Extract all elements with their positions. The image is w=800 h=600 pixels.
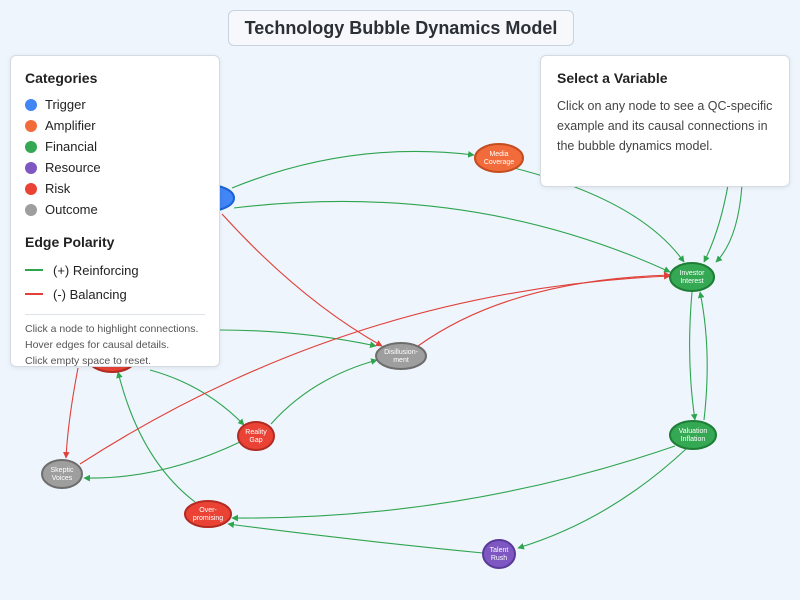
node-skeptic-voices[interactable]: Skeptic Voices: [41, 459, 83, 489]
node-valuation-inflation[interactable]: Valuation Inflation: [669, 420, 717, 450]
info-panel-body: Click on any node to see a QC-specific e…: [557, 99, 773, 153]
legend-polarity-label: (+) Reinforcing: [53, 262, 139, 278]
node-skeptic-label-1: Skeptic: [51, 467, 74, 474]
legend-category-label: Trigger: [45, 97, 86, 112]
node-valuation-label-1: Valuation: [679, 428, 708, 435]
info-panel: Select a Variable Click on any node to s…: [540, 55, 790, 187]
trigger-dot-icon: [25, 98, 37, 111]
node-media-label-1: Media: [489, 151, 508, 158]
balancing-line-icon: [25, 293, 43, 295]
legend-category-risk: Risk: [25, 178, 205, 199]
legend-polarity-reinforcing: (+) Reinforcing: [25, 258, 205, 282]
legend-category-label: Risk: [45, 181, 71, 196]
node-investor-interest[interactable]: Investor Interest: [669, 262, 715, 292]
edge-valuation-investor[interactable]: [697, 291, 708, 421]
edge-disillusion-investor[interactable]: [417, 271, 671, 347]
legend-polarity-balancing: (-) Balancing: [25, 282, 205, 306]
edge-riskleft-skeptic[interactable]: [63, 367, 79, 459]
financial-dot-icon: [25, 140, 37, 153]
legend-category-trigger: Trigger: [25, 94, 205, 115]
node-disillusion-label-2: ment: [393, 357, 409, 364]
node-valuation-label-2: Inflation: [681, 436, 706, 443]
edge-top-right-investor-b[interactable]: [715, 184, 743, 263]
edge-riskleft-reality[interactable]: [149, 369, 245, 426]
edge-left-disillusion[interactable]: [219, 329, 377, 349]
node-media-label-2: Coverage: [484, 159, 514, 166]
edge-valuation-overpromising[interactable]: [231, 445, 676, 522]
edge-reality-skeptic[interactable]: [83, 441, 241, 482]
legend-polarity-label: (-) Balancing: [53, 286, 127, 302]
node-talent-label-1: Talent: [490, 547, 509, 554]
edge-investor-valuation[interactable]: [689, 291, 698, 421]
legend-category-label: Financial: [45, 139, 98, 154]
legend-categories-heading: Categories: [25, 70, 98, 86]
node-investor-label-2: Interest: [680, 278, 703, 285]
edge-trigger-disillusion[interactable]: [221, 213, 383, 347]
edge-reality-disillusion[interactable]: [270, 358, 378, 425]
resource-dot-icon: [25, 161, 37, 174]
legend-panel: Categories Trigger Amplifier Financial R…: [10, 55, 220, 367]
risk-dot-icon: [25, 182, 37, 195]
reinforcing-line-icon: [25, 269, 43, 271]
node-reality-label-2: Gap: [249, 437, 262, 444]
legend-category-outcome: Outcome: [25, 199, 205, 220]
page-title: Technology Bubble Dynamics Model: [228, 10, 574, 46]
node-disillusionment[interactable]: Disillusion- ment: [375, 342, 427, 370]
help-line: Click empty space to reset.: [25, 355, 152, 367]
node-skeptic-label-2: Voices: [52, 475, 73, 482]
edge-skeptic-investor[interactable]: [79, 272, 671, 465]
legend-polarity-heading: Edge Polarity: [25, 234, 115, 250]
info-panel-heading: Select a Variable: [557, 70, 668, 86]
help-line: Hover edges for causal details.: [25, 339, 170, 351]
node-media-coverage[interactable]: Media Coverage: [474, 143, 524, 173]
legend-category-amplifier: Amplifier: [25, 115, 205, 136]
legend-category-financial: Financial: [25, 136, 205, 157]
legend-category-label: Amplifier: [45, 118, 96, 133]
node-overpromising[interactable]: Over- promising: [184, 500, 232, 528]
node-investor-label-1: Investor: [680, 270, 706, 277]
node-reality-gap[interactable]: Reality Gap: [237, 421, 275, 451]
edge-valuation-talent[interactable]: [517, 448, 687, 550]
node-overpromising-label-2: promising: [193, 515, 223, 522]
node-talent-label-2: Rush: [491, 555, 507, 562]
edge-overpromising-riskleft[interactable]: [116, 371, 196, 503]
legend-category-label: Resource: [45, 160, 101, 175]
amplifier-dot-icon: [25, 119, 37, 132]
legend-category-label: Outcome: [45, 202, 98, 217]
legend-help-text: Click a node to highlight connections. H…: [25, 321, 205, 369]
edge-top-right-investor-a[interactable]: [703, 184, 729, 263]
edge-trigger-media[interactable]: [231, 150, 475, 189]
edges-layer: [63, 150, 743, 554]
outcome-dot-icon: [25, 203, 37, 216]
edge-talent-overpromising[interactable]: [227, 521, 484, 554]
edge-trigger-investor[interactable]: [233, 200, 671, 273]
node-overpromising-label-1: Over-: [199, 507, 217, 514]
node-reality-label-1: Reality: [245, 429, 267, 436]
help-line: Click a node to highlight connections.: [25, 323, 199, 335]
node-talent-rush[interactable]: Talent Rush: [482, 539, 516, 569]
node-disillusion-label-1: Disillusion-: [384, 349, 419, 356]
legend-category-resource: Resource: [25, 157, 205, 178]
legend-divider: [25, 314, 205, 315]
